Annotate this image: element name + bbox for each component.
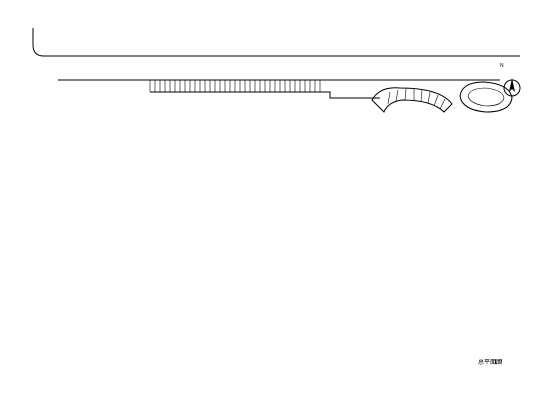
curved-ramp-hatch [387,88,446,110]
north-arrow [503,78,521,97]
curved-ramp [371,87,453,113]
parking-stalls-upper [149,80,321,92]
drawing-scale: 1:? [494,360,503,366]
boundary-road-top [32,28,520,57]
drop-off-loop [459,81,513,113]
north-label: N [500,63,504,69]
access-road-upper-edge [150,91,380,99]
drawing-caption: 总平面图 [478,360,503,366]
drop-off-loop-inner [467,87,505,107]
